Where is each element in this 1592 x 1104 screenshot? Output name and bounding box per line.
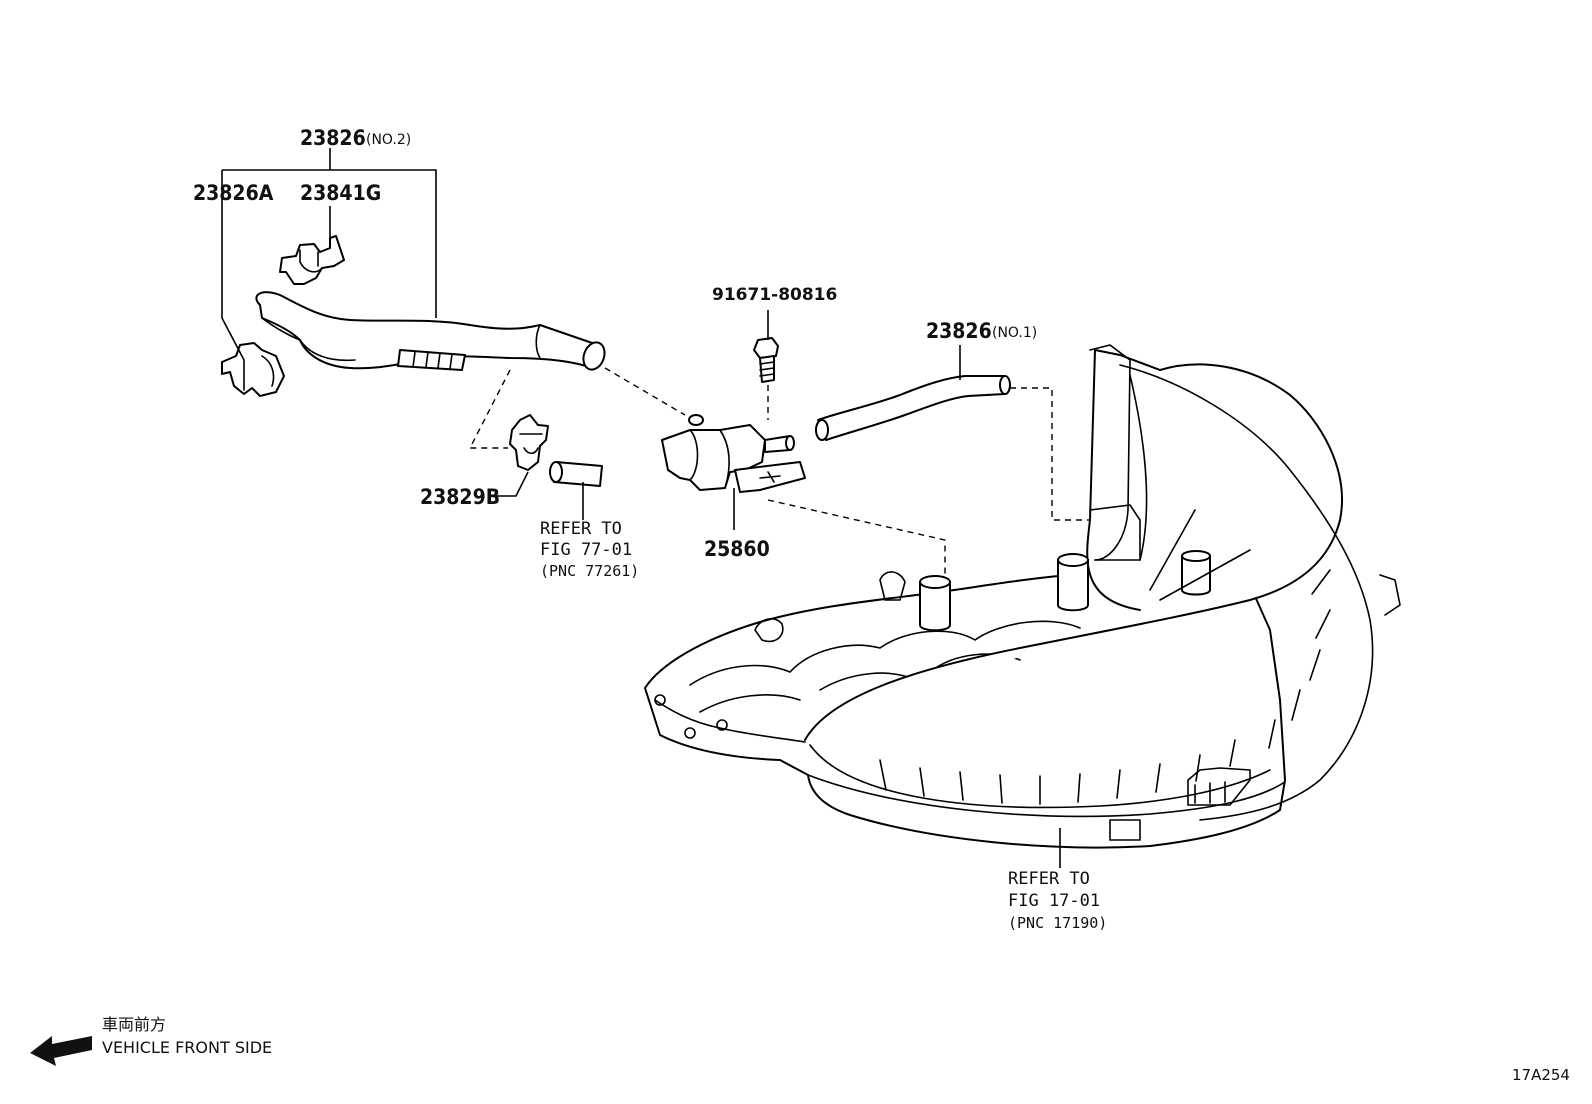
part-number: 23826 — [926, 319, 992, 343]
ref-line1: REFER TO — [1008, 869, 1090, 889]
clip-23829b — [509, 414, 603, 487]
bracket-23826a — [221, 342, 285, 397]
figure-code: 17A254 — [1512, 1066, 1570, 1084]
callout-23841g: 23841G — [300, 181, 381, 205]
clamp-23841g — [279, 235, 345, 285]
ref-line3: (PNC 17190) — [1008, 914, 1107, 932]
ref-line2: FIG 77-01 — [540, 540, 632, 560]
hose-no2 — [255, 291, 606, 371]
part-number: 23826 — [300, 126, 366, 150]
front-side-legend: 車両前方 VEHICLE FRONT SIDE — [30, 1015, 272, 1066]
part-suffix: (NO.2) — [366, 132, 411, 148]
ref-line3: (PNC 77261) — [540, 562, 639, 580]
part-suffix: (NO.1) — [992, 325, 1037, 341]
hose-no1 — [815, 375, 1011, 441]
callout-23829b: 23829B — [420, 485, 500, 509]
ref-line1: REFER TO — [540, 519, 622, 539]
callout-25860: 25860 — [704, 537, 770, 561]
reference-fig17: REFER TO FIG 17-01 (PNC 17190) — [1008, 869, 1107, 932]
front-direction-arrow-icon — [30, 1036, 92, 1066]
vsv-25860 — [661, 414, 806, 493]
callout-bolt: 91671-80816 — [712, 285, 837, 305]
bolt-91671-80816 — [753, 337, 779, 383]
leader-lines — [221, 148, 1061, 868]
ref-line2: FIG 17-01 — [1008, 891, 1100, 911]
callout-hose-no1: 23826 (NO.1) — [926, 319, 1037, 343]
intake-manifold — [644, 344, 1401, 849]
callout-23826a: 23826A — [193, 181, 274, 205]
legend-japanese: 車両前方 — [102, 1015, 166, 1034]
reference-fig77: REFER TO FIG 77-01 (PNC 77261) — [540, 519, 639, 580]
legend-english: VEHICLE FRONT SIDE — [102, 1038, 272, 1057]
assembly-dashed-lines — [468, 367, 1090, 575]
callout-hose-no2: 23826 (NO.2) — [300, 126, 411, 150]
